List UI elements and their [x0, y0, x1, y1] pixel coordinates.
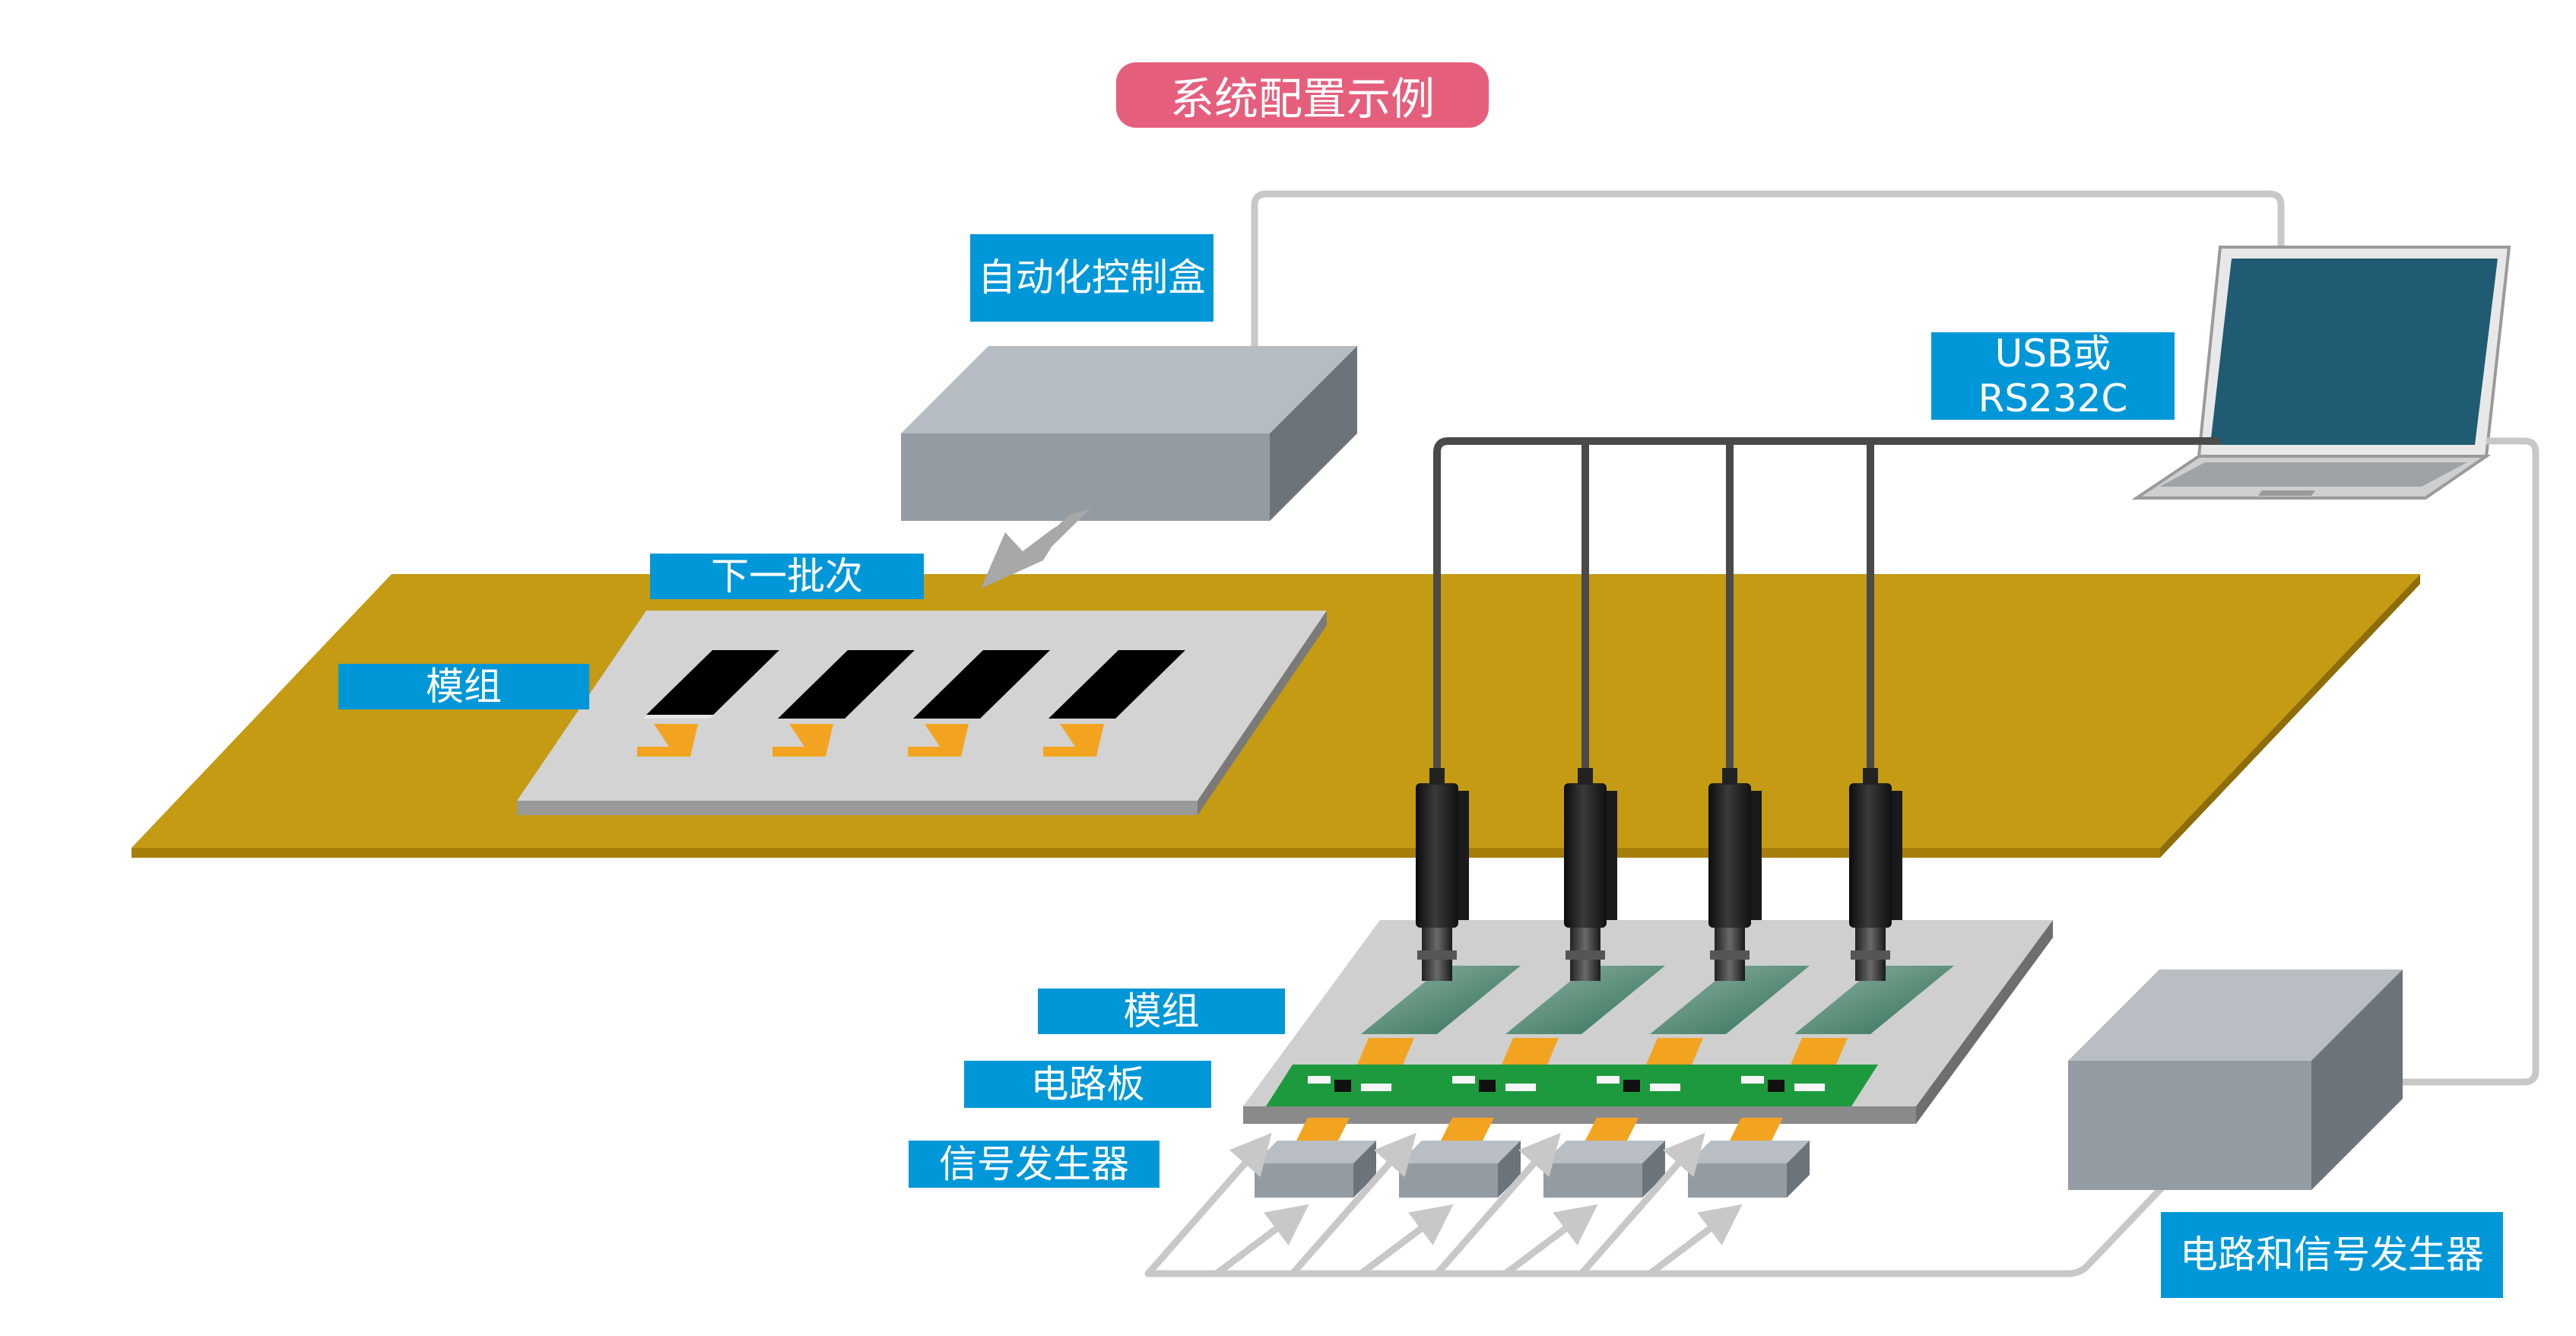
conveyor-module-3: [908, 650, 1050, 757]
usb-cables: [1433, 437, 2220, 783]
next-batch-label: 下一批次: [650, 554, 924, 599]
conveyor-module-1: [637, 650, 779, 757]
circuit-boards: [1266, 1065, 1878, 1106]
laptop-icon: [2131, 246, 2511, 500]
signal-generator-label: 信号发生器: [909, 1141, 1160, 1188]
automation-to-laptop-wire: [1251, 190, 2285, 346]
camera-icons: [1416, 768, 1902, 981]
fixture-module-1: [1361, 966, 1521, 1034]
camera-1-icon: [1416, 768, 1469, 981]
usb-rs232c-label: USB或 RS232C: [1931, 332, 2175, 420]
next-batch-arrow-icon: [981, 508, 1091, 589]
circuit-board-label: 电路板: [964, 1061, 1211, 1108]
test-fixture: [1243, 920, 2053, 1141]
conveyor-module-4: [1043, 650, 1185, 757]
camera-2-icon: [1564, 768, 1617, 981]
laptop-to-generator-wire: [2380, 437, 2540, 1086]
diagram-title: 系统配置示例: [1116, 62, 1489, 128]
signal-wires: [1144, 1132, 2171, 1277]
usb-label-line2: RS232C: [1978, 376, 2128, 420]
signal-generator-box-2: [1399, 1141, 1521, 1198]
conveyor-module-2: [772, 650, 915, 757]
fixture-module-label: 模组: [1038, 989, 1285, 1034]
circuit-and-signal-generator-box-icon: [2068, 969, 2403, 1190]
signal-generator-box-3: [1543, 1141, 1665, 1198]
tray-next-batch: [517, 611, 1327, 815]
circuit-and-signal-generator-label: 电路和信号发生器: [2161, 1212, 2503, 1298]
usb-label-line1: USB或: [1994, 331, 2111, 376]
fixture-module-4: [1794, 966, 1954, 1034]
conveyor-module-label: 模组: [338, 664, 589, 709]
signal-generator-box-4: [1688, 1141, 1810, 1198]
camera-4-icon: [1849, 768, 1902, 981]
automation-control-box-icon: [901, 346, 1357, 521]
fixture-module-3: [1650, 966, 1810, 1034]
signal-generator-box-1: [1255, 1141, 1376, 1198]
camera-3-icon: [1708, 768, 1762, 981]
fixture-module-2: [1505, 966, 1665, 1034]
signal-generator-boxes: [1255, 1141, 1810, 1198]
automation-control-box-label: 自动化控制盒: [970, 234, 1213, 322]
